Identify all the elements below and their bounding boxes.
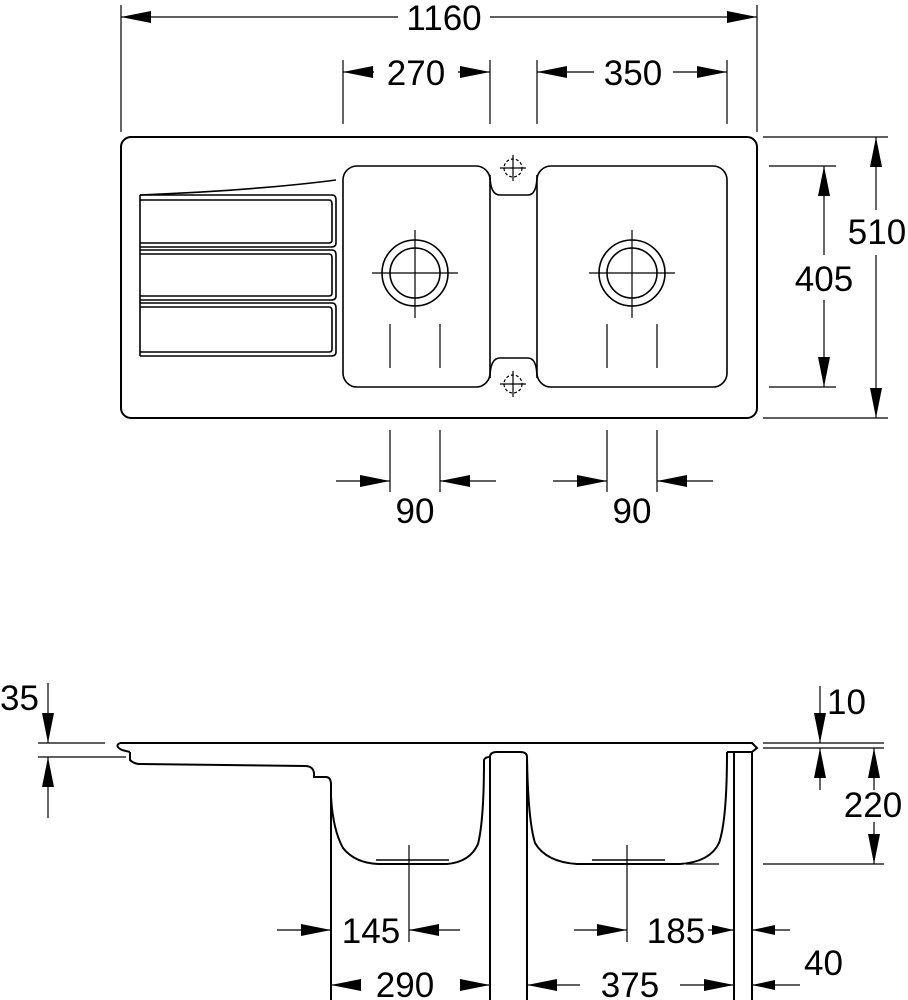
- right-bowl-width-label: 350: [604, 54, 662, 93]
- right-drain-spacing-label: 90: [613, 492, 652, 531]
- rim-height-label: 35: [0, 679, 39, 718]
- dimension-left-drain-spacing: 90: [336, 430, 496, 531]
- left-drain-offset-label: 145: [342, 912, 400, 951]
- dimension-bowl-height: 220: [763, 748, 902, 865]
- overall-width-label: 1160: [406, 0, 481, 38]
- dimension-right-drain-offset: 185: [574, 880, 734, 951]
- dimension-right-edge-offset: 40: [752, 925, 843, 990]
- right-bowl-outline: [536, 165, 728, 388]
- sink-profile: [116, 742, 759, 1000]
- lip-thickness-label: 10: [827, 683, 866, 722]
- dimension-left-bowl-width: 270: [342, 54, 491, 124]
- drainer-grooves: [139, 179, 337, 357]
- right-bowl-bottom-label: 375: [601, 966, 659, 1000]
- right-edge-offset-label: 40: [804, 944, 843, 983]
- dimension-rim-height: 35: [0, 679, 126, 818]
- top-view: 1160 270 350: [120, 0, 906, 531]
- dimension-right-drain-spacing: 90: [553, 430, 713, 531]
- dimension-lip-thickness: 10: [763, 683, 884, 790]
- left-bowl-width-label: 270: [387, 54, 445, 93]
- tap-hole-marker-top: [500, 155, 526, 181]
- dimension-right-bowl-bottom: 375: [527, 966, 734, 1000]
- left-drain-spacing-label: 90: [396, 492, 435, 531]
- bowl-divider: [489, 174, 538, 379]
- bowl-height-label: 220: [844, 786, 902, 825]
- tap-hole-marker-bottom: [500, 371, 526, 397]
- dimension-right-bowl-width: 350: [536, 54, 728, 124]
- overall-depth-label: 510: [848, 213, 906, 252]
- left-drain: [372, 230, 458, 368]
- left-bowl-outline: [342, 165, 491, 388]
- bowl-depth-label: 405: [795, 260, 853, 299]
- dimension-left-drain-offset: 145: [277, 880, 460, 951]
- left-bowl-bottom-label: 290: [376, 966, 434, 1000]
- sink-outline: [120, 136, 758, 419]
- dimension-overall-depth: 510: [763, 136, 906, 419]
- side-view: 35: [0, 679, 902, 1000]
- dimension-left-bowl-bottom: 290: [331, 966, 490, 1000]
- right-drain: [589, 230, 675, 368]
- dimension-bowl-depth: 405: [769, 165, 853, 388]
- dimension-overall-width: 1160: [120, 0, 758, 132]
- right-drain-offset-label: 185: [647, 912, 705, 951]
